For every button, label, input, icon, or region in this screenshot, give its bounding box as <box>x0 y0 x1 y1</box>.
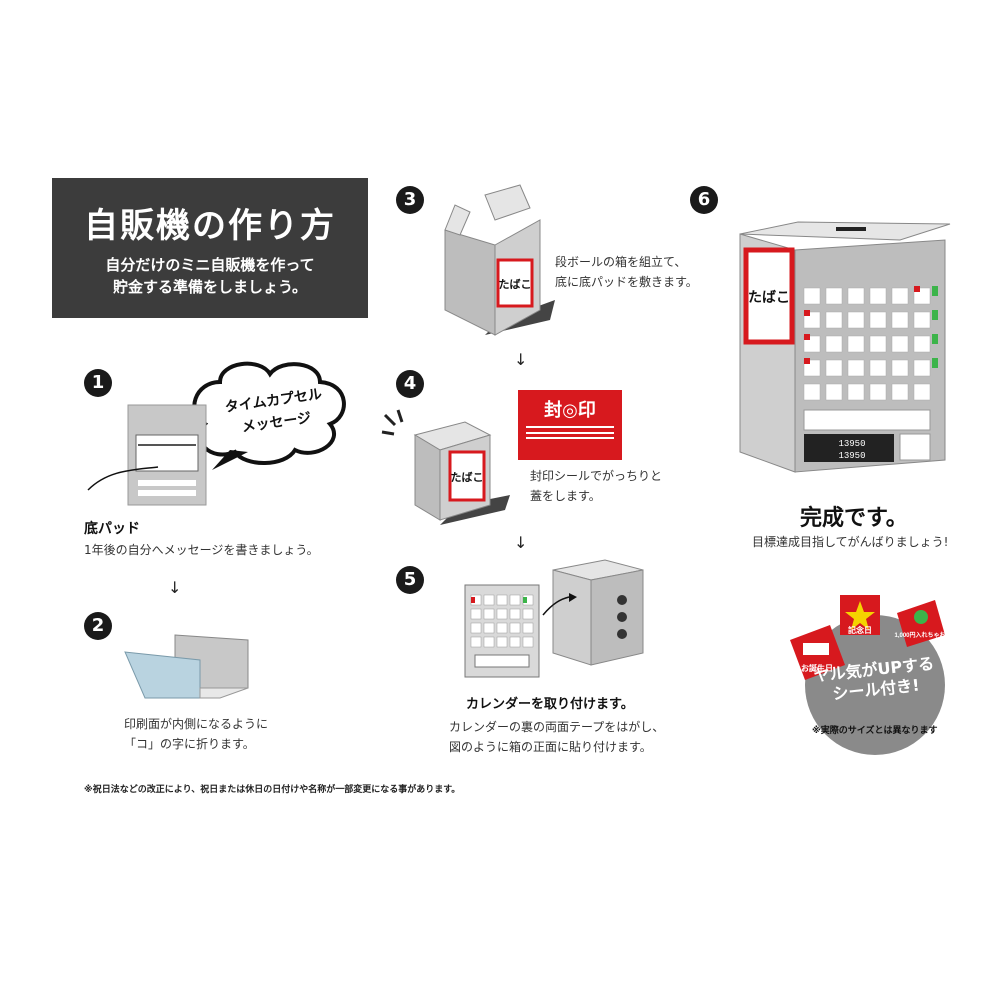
step-1-number: 1 <box>84 369 112 397</box>
step-5-desc-line-2: 図のように箱の正面に貼り付けます。 <box>449 740 652 754</box>
fold-illustration <box>124 634 249 699</box>
machine-brand-label: たばこ <box>748 289 790 305</box>
title-panel: 自販機の作り方 自分だけのミニ自販機を作って 貯金する準備をしましょう。 <box>52 178 368 318</box>
seal-title: 封◎印 <box>544 400 596 421</box>
step-4-desc-line-2: 蓋をします。 <box>530 489 601 503</box>
step-1-desc: 1年後の自分へメッセージを書きましょう。 <box>84 543 319 557</box>
open-box-illustration: たばこ <box>444 184 555 336</box>
calendar-attach-illustration <box>464 559 644 678</box>
step-4-desc-line-1: 封印シールでがっちりと <box>530 469 663 483</box>
step-4-desc: 封印シールでがっちりと 蓋をします。 <box>530 466 662 506</box>
step-5-number: 5 <box>396 566 424 594</box>
footnote: ※祝日法などの改正により、祝日または休日の日付けや名称が一部変更になる事がありま… <box>84 785 461 795</box>
arrow-3-to-4: ↓ <box>514 350 528 369</box>
sticker-coin: 1,000円入れちゃおう <box>894 631 951 639</box>
finished-vending-machine: たばこ 13950 13950 <box>739 221 951 473</box>
step-4-number: 4 <box>396 370 424 398</box>
subtitle-line-2: 貯金する準備をしましょう。 <box>112 278 308 296</box>
sticker-disclaimer: ※実際のサイズとは異なります <box>812 726 938 736</box>
subtitle-line-1: 自分だけのミニ自販機を作って <box>105 256 315 274</box>
completion-title: 完成です。 <box>800 506 908 531</box>
step-3-desc-line-1: 段ボールの箱を組立て、 <box>555 255 687 269</box>
seal-sticker: 封◎印 <box>518 390 622 460</box>
step-1-label: 底パッド <box>84 521 140 537</box>
step-2-number: 2 <box>84 612 112 640</box>
step-5-desc-line-1: カレンダーの裏の両面テープをはがし、 <box>449 720 665 734</box>
step-2-desc-line-1: 印刷面が内側になるように <box>124 717 269 731</box>
step-3-number: 3 <box>396 186 424 214</box>
sticker-birthday: お誕生日 <box>801 663 833 673</box>
arrow-4-to-5: ↓ <box>514 533 528 552</box>
bottom-pad-illustration <box>87 404 207 506</box>
step-2-desc-line-2: 「コ」の字に折ります。 <box>124 737 255 751</box>
step-2-desc: 印刷面が内側になるように 「コ」の字に折ります。 <box>124 714 268 754</box>
page-subtitle: 自分だけのミニ自販機を作って 貯金する準備をしましょう。 <box>52 254 368 298</box>
step-5-desc: カレンダーの裏の両面テープをはがし、 図のように箱の正面に貼り付けます。 <box>449 717 664 757</box>
step-5-label: カレンダーを取り付けます。 <box>466 697 634 712</box>
sticker-anniversary: 記念日 <box>848 625 872 635</box>
step-6-number: 6 <box>690 186 718 214</box>
completion-desc: 目標達成目指してがんばりましょう! <box>752 535 949 549</box>
arrow-1-to-2: ↓ <box>168 578 182 597</box>
step-3-desc: 段ボールの箱を組立て、 底に底パッドを敷きます。 <box>555 252 698 292</box>
step-4-box-label: たばこ <box>451 470 484 484</box>
step-3-desc-line-2: 底に底パッドを敷きます。 <box>555 275 698 289</box>
machine-price-1: 13950 <box>838 439 865 449</box>
machine-price-2: 13950 <box>838 451 865 461</box>
sealed-box-illustration: たばこ <box>381 409 510 525</box>
sticker-promo-graphic: お誕生日 記念日 1,000円入れちゃおう <box>790 595 952 755</box>
step-3-box-label: たばこ <box>499 277 532 291</box>
page-title: 自販機の作り方 <box>84 206 336 246</box>
